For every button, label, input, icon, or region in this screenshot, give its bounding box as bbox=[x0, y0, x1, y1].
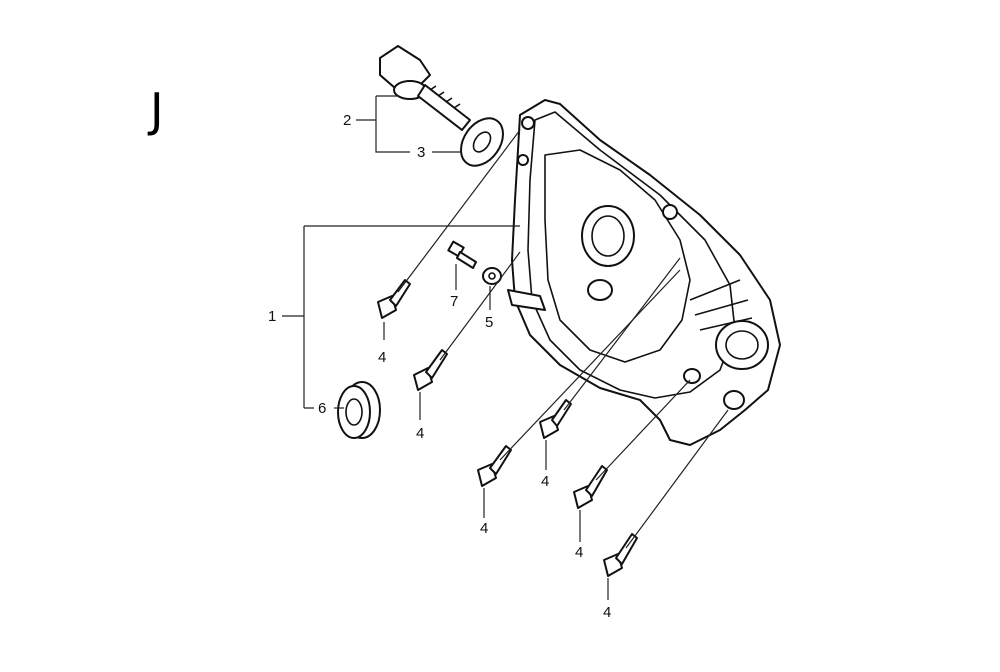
washer bbox=[460, 117, 504, 167]
callout-6: 6 bbox=[318, 400, 326, 417]
bolt-4-e bbox=[573, 465, 608, 509]
callout-5: 5 bbox=[485, 314, 493, 331]
bolt-4-c bbox=[539, 399, 572, 439]
callout-4-a: 4 bbox=[378, 349, 386, 366]
callout-1: 1 bbox=[268, 308, 276, 325]
callout-7: 7 bbox=[450, 293, 458, 310]
bolt-4-a bbox=[377, 279, 411, 319]
callout-2: 2 bbox=[343, 112, 351, 129]
callout-4-c: 4 bbox=[541, 473, 549, 490]
callout-4-e: 4 bbox=[575, 544, 583, 561]
bolt-4-f bbox=[603, 533, 638, 577]
leader-lines bbox=[282, 95, 729, 600]
section-letter: J bbox=[147, 83, 164, 137]
oil-seal bbox=[337, 381, 381, 439]
bolt-4-b bbox=[413, 349, 448, 391]
bolt-4-d bbox=[477, 445, 512, 487]
callout-4-d: 4 bbox=[480, 520, 488, 537]
callout-3: 3 bbox=[417, 144, 425, 161]
oil-filler-cap bbox=[379, 45, 471, 131]
callout-4-f: 4 bbox=[603, 604, 611, 621]
callout-4-b: 4 bbox=[416, 425, 424, 442]
bolt-7 bbox=[447, 240, 477, 269]
crankcase-cover bbox=[507, 99, 781, 446]
washer-5 bbox=[482, 267, 502, 285]
